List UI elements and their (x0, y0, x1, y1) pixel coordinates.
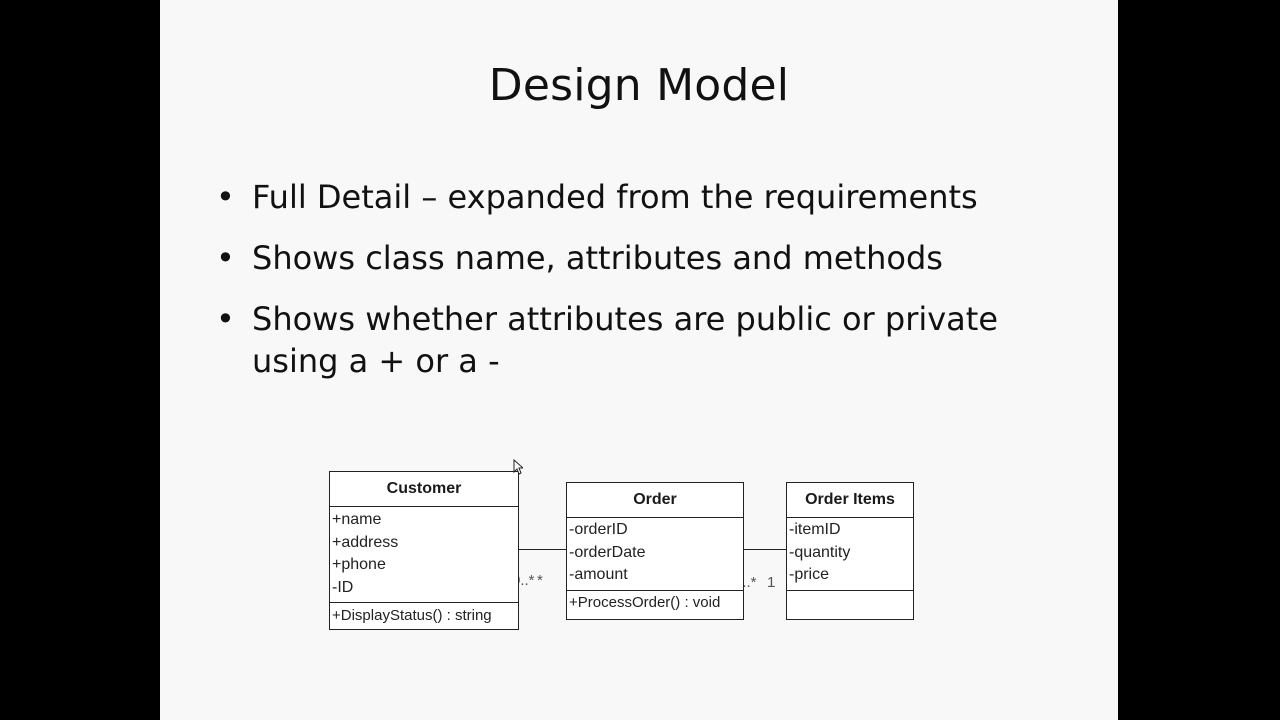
uml-class-order-items: Order Items -itemID -quantity -price (786, 482, 914, 620)
attribute: -itemID (789, 521, 841, 538)
bullet-text: Full Detail – expanded from the requirem… (252, 178, 978, 216)
mouse-pointer-icon (513, 459, 523, 475)
bullet-item: • Shows whether attributes are public or… (212, 298, 1092, 382)
bullet-item: • Shows class name, attributes and metho… (212, 237, 1092, 279)
association-order-orderitems (743, 549, 787, 550)
uml-class-diagram: 0..* * 1..* 1 Customer +name +address +p… (160, 0, 1118, 720)
class-methods: +DisplayStatus() : string (330, 603, 518, 627)
uml-class-order: Order -orderID -orderDate -amount +Proce… (566, 482, 744, 620)
bullet-list: • Full Detail – expanded from the requir… (212, 176, 1092, 401)
multiplicity-label: * (537, 572, 543, 589)
class-methods: +ProcessOrder() : void (567, 591, 743, 614)
attribute: -quantity (789, 543, 851, 561)
bullet-item: • Full Detail – expanded from the requir… (212, 176, 1092, 218)
attribute: -amount (569, 566, 628, 583)
bullet-text: Shows whether attributes are public or p… (252, 300, 999, 380)
uml-class-customer: Customer +name +address +phone -ID +Disp… (329, 471, 519, 630)
bullet-marker: • (216, 239, 235, 277)
attribute: +name (332, 511, 382, 528)
class-name: Order (567, 483, 743, 518)
association-customer-order (518, 549, 566, 550)
attribute: -ID (332, 578, 354, 596)
attribute: +address (332, 533, 399, 551)
class-attributes: -orderID -orderDate -amount (567, 518, 743, 591)
class-attributes: -itemID -quantity -price (787, 518, 913, 591)
method: +DisplayStatus() : string (332, 607, 492, 624)
attribute: -price (789, 566, 830, 583)
bullet-text: Shows class name, attributes and methods (252, 239, 943, 277)
bullet-marker: • (216, 178, 235, 216)
attribute: +phone (332, 556, 386, 573)
class-attributes: +name +address +phone -ID (330, 507, 518, 603)
method: +ProcessOrder() : void (569, 594, 721, 611)
class-name: Customer (330, 472, 518, 507)
presentation-slide: Design Model • Full Detail – expanded fr… (160, 0, 1118, 720)
slide-title: Design Model (488, 60, 790, 111)
bullet-marker: • (216, 300, 235, 338)
class-name: Order Items (787, 483, 913, 518)
attribute: -orderID (569, 521, 628, 538)
multiplicity-label: 1 (767, 574, 776, 591)
attribute: -orderDate (569, 543, 646, 561)
